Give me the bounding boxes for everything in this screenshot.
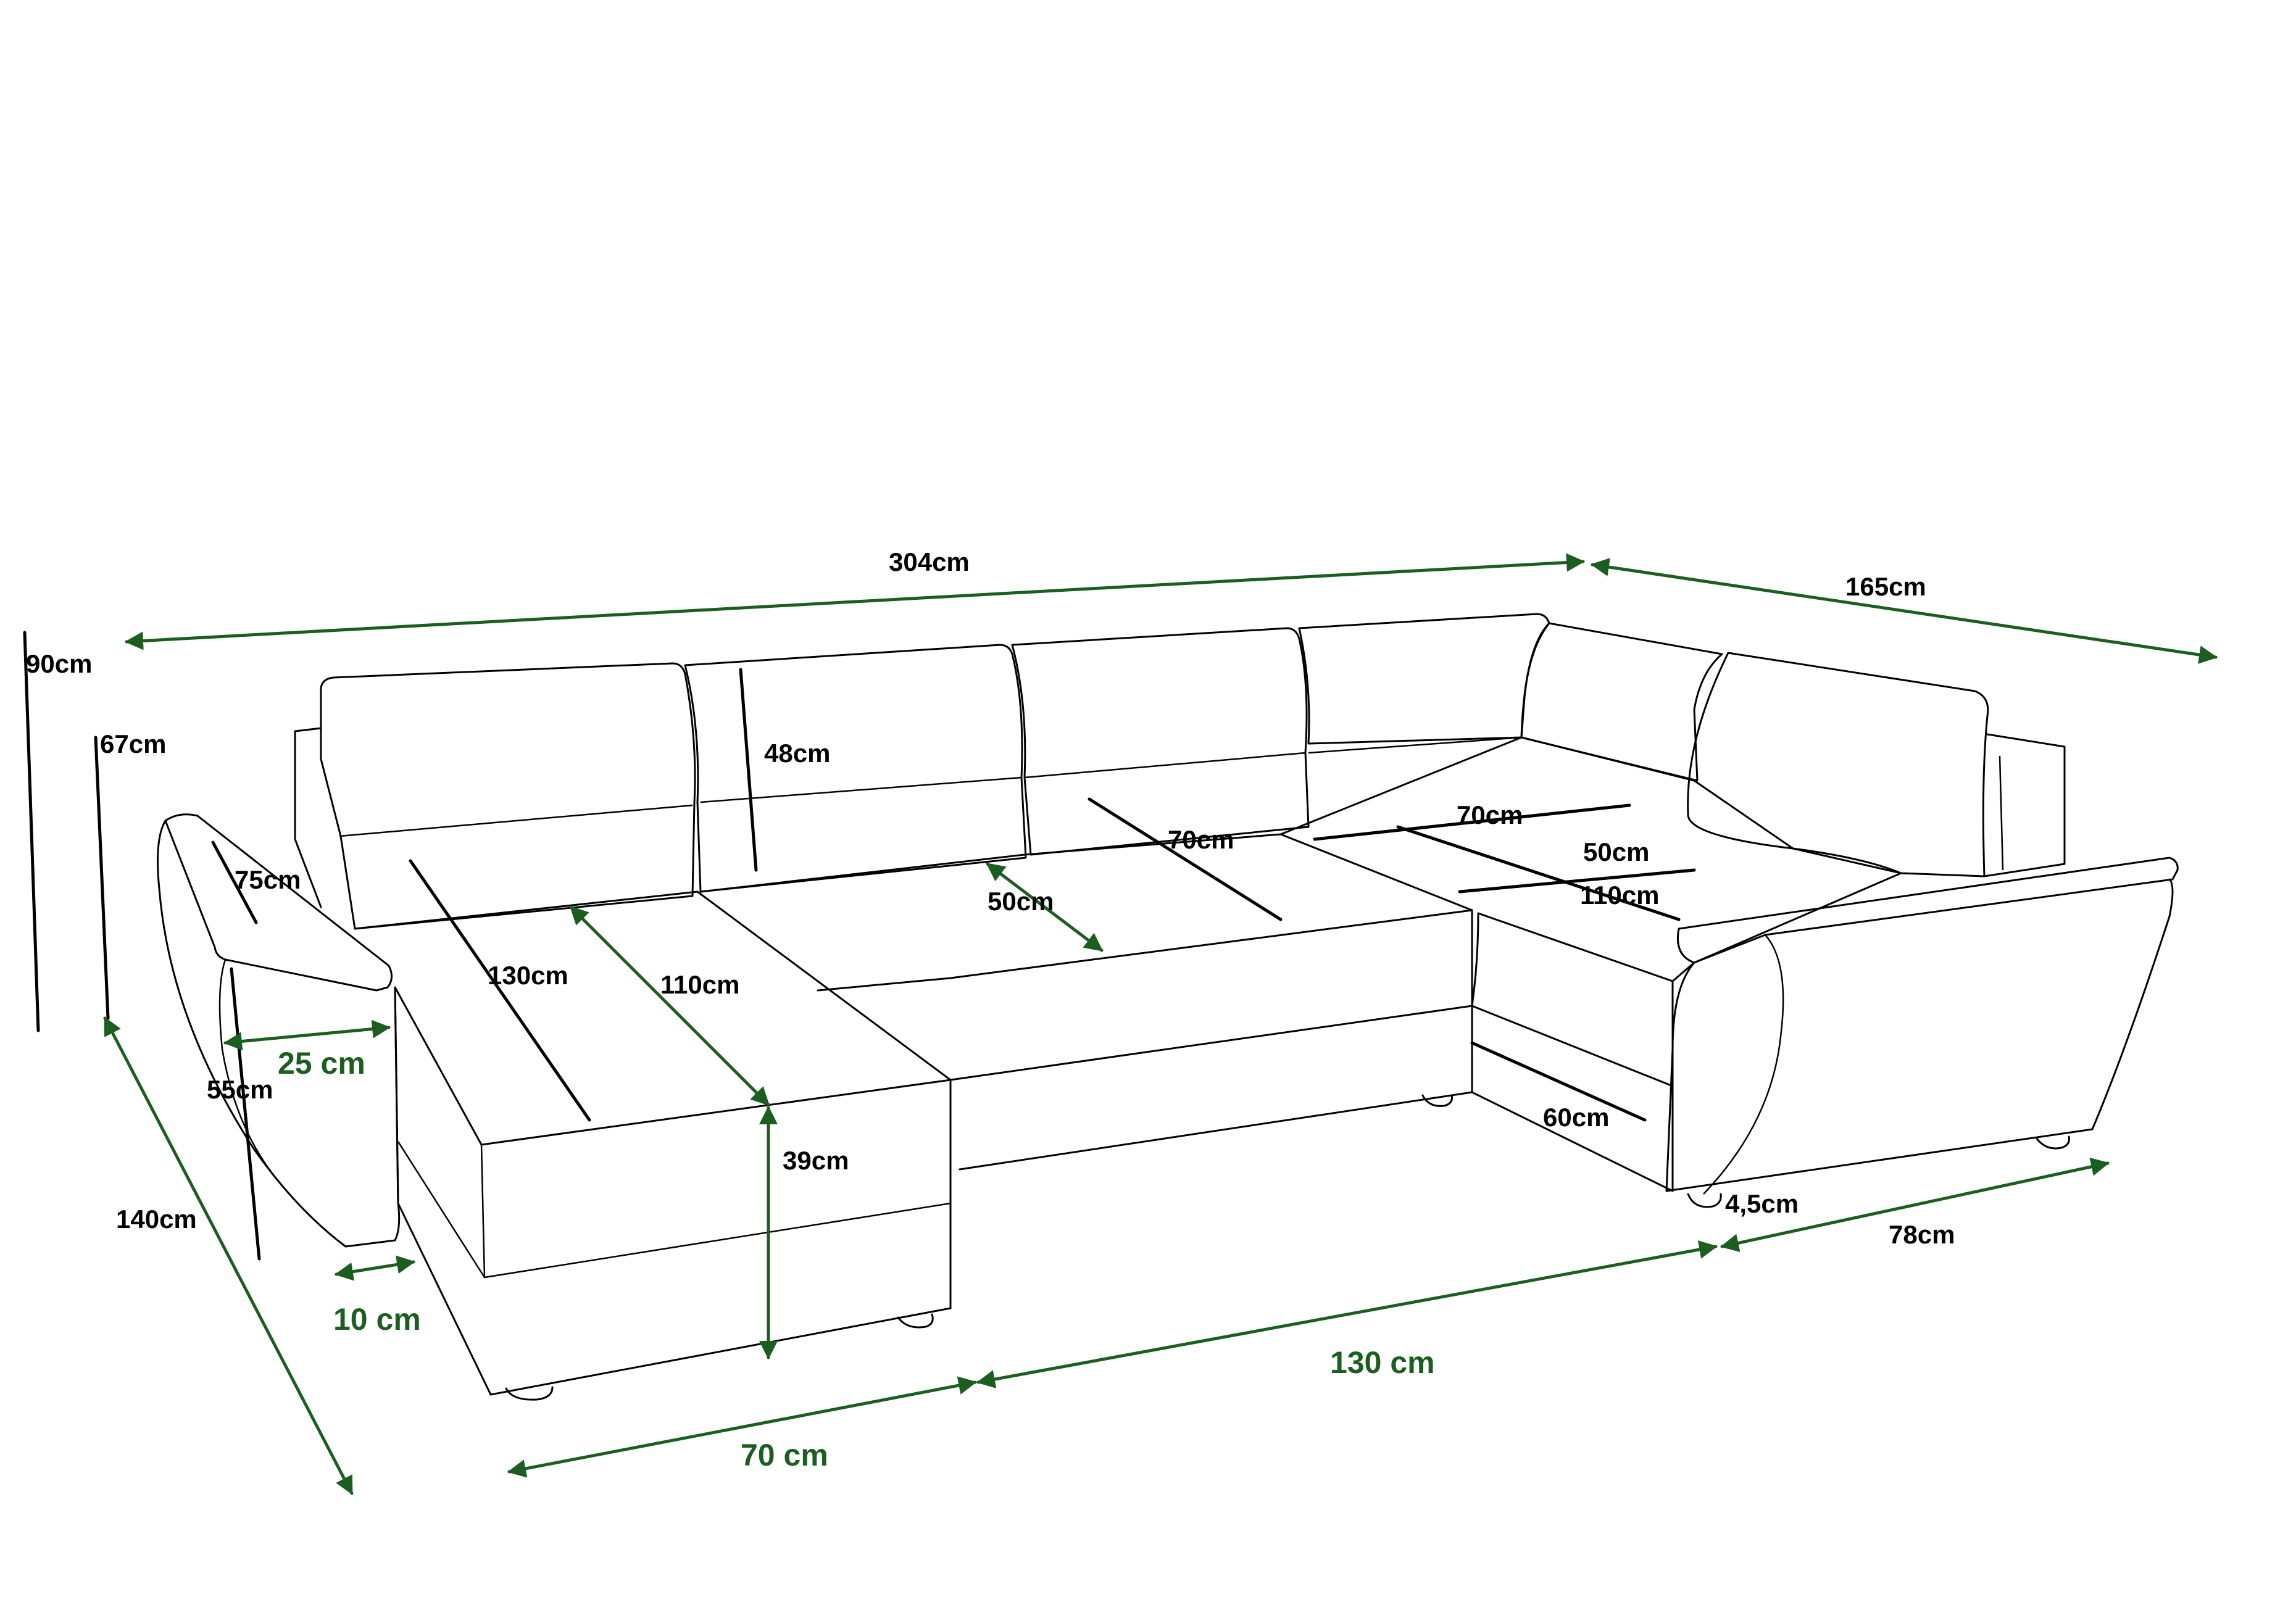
chaise-front-seam bbox=[480, 1144, 951, 1279]
back-cushion-2 bbox=[684, 644, 1027, 893]
arrow-130cm-bottom bbox=[976, 1240, 1718, 1388]
label-70cm-right: 70cm bbox=[1457, 800, 1523, 829]
right-armrest-inner bbox=[1703, 934, 1784, 1195]
label-75cm: 75cm bbox=[235, 865, 301, 894]
measure-70cm-mid-line bbox=[1088, 797, 1283, 921]
arrow-50cm-mid bbox=[986, 862, 1104, 952]
right-back-side bbox=[1983, 733, 2066, 877]
right-back-side-inner bbox=[1999, 755, 2004, 871]
measure-110cm-right-line bbox=[1458, 868, 1696, 894]
inner-measure-lines bbox=[23, 631, 1696, 1261]
arrow-70cm-bottom bbox=[507, 1376, 977, 1478]
right-front-foot bbox=[1687, 1193, 1722, 1208]
back-cushion-1 bbox=[320, 662, 696, 930]
sofa-outline bbox=[157, 613, 2179, 1401]
dimension-arrows bbox=[103, 553, 2218, 1495]
label-48cm: 48cm bbox=[764, 739, 830, 768]
label-39cm: 39cm bbox=[783, 1146, 849, 1175]
back-cushion-4 bbox=[1298, 613, 1550, 745]
arrow-10cm bbox=[335, 1255, 415, 1281]
right-seat-lower bbox=[1471, 1005, 1674, 1192]
label-25cm: 25 cm bbox=[278, 1046, 365, 1081]
label-4-5cm: 4,5cm bbox=[1725, 1189, 1799, 1218]
measure-60cm-line bbox=[1470, 1041, 1647, 1122]
label-55cm: 55cm bbox=[207, 1075, 273, 1104]
headrest-seam-mid bbox=[700, 776, 1022, 803]
left-armrest-inner bbox=[218, 959, 273, 1173]
label-70cm-mid: 70cm bbox=[1168, 825, 1234, 854]
middle-seat-base bbox=[959, 1005, 1473, 1171]
arrow-165cm bbox=[1591, 558, 2218, 664]
right-armrest-body bbox=[1665, 878, 2174, 1192]
right-armrest-foot bbox=[2036, 1135, 2070, 1150]
right-seat-top bbox=[1279, 736, 1902, 982]
label-90cm: 90cm bbox=[26, 649, 92, 678]
label-304cm: 304cm bbox=[889, 547, 970, 576]
dimension-labels: 304cm 165cm 90cm 67cm 75cm 25 cm 55cm 14… bbox=[26, 547, 1955, 1472]
left-armrest-top bbox=[164, 813, 393, 992]
back-cushion-3 bbox=[1011, 627, 1310, 856]
label-50cm-right: 50cm bbox=[1583, 837, 1649, 866]
measure-90cm-line bbox=[23, 631, 40, 1032]
measure-50cm-right-line bbox=[1396, 825, 1681, 921]
middle-seat-front bbox=[949, 909, 1473, 1081]
label-130cm-bottom: 130 cm bbox=[1330, 1345, 1435, 1380]
arrow-140cm bbox=[103, 1016, 354, 1495]
measure-48cm-line bbox=[739, 668, 758, 872]
arrow-25cm bbox=[223, 1019, 391, 1051]
label-67cm: 67cm bbox=[100, 729, 166, 758]
chaise-side-seam bbox=[397, 1141, 486, 1278]
headrest-seam-right bbox=[1308, 736, 1522, 754]
left-back-side bbox=[294, 727, 322, 908]
chaise-front bbox=[394, 986, 952, 1396]
label-78cm: 78cm bbox=[1889, 1220, 1955, 1249]
label-70cm-bottom: 70 cm bbox=[741, 1438, 828, 1472]
right-armrest-top bbox=[1676, 857, 2179, 964]
label-110cm: 110cm bbox=[660, 970, 739, 999]
label-110cm-right: 110cm bbox=[1580, 881, 1659, 910]
measure-130cm-line bbox=[409, 859, 591, 1122]
middle-foot bbox=[1421, 1094, 1453, 1107]
measure-70cm-right-line bbox=[1313, 803, 1631, 841]
label-10cm: 10 cm bbox=[333, 1302, 421, 1337]
chaise-top bbox=[354, 890, 952, 1146]
label-60cm: 60cm bbox=[1543, 1103, 1609, 1132]
label-50cm-mid: 50cm bbox=[988, 887, 1054, 916]
arrow-110cm bbox=[569, 905, 770, 1106]
label-165cm: 165cm bbox=[1845, 572, 1926, 601]
label-140cm: 140cm bbox=[116, 1205, 197, 1234]
measure-75cm-line bbox=[211, 840, 258, 924]
arrow-78cm bbox=[1720, 1158, 2110, 1252]
chaise-foot-left bbox=[505, 1386, 554, 1401]
right-seat-front bbox=[1471, 912, 1674, 1087]
measure-55cm-line bbox=[230, 967, 261, 1261]
headrest-seam-mid2 bbox=[1024, 752, 1306, 779]
headrest-seam-left bbox=[339, 804, 693, 837]
arrow-304cm bbox=[125, 553, 1585, 650]
label-130cm: 130cm bbox=[488, 961, 568, 990]
middle-seat-top bbox=[699, 833, 1473, 992]
measure-67cm-line bbox=[94, 736, 110, 1020]
back-cushion-6 bbox=[1687, 652, 1989, 877]
chaise-foot-right bbox=[897, 1313, 934, 1329]
